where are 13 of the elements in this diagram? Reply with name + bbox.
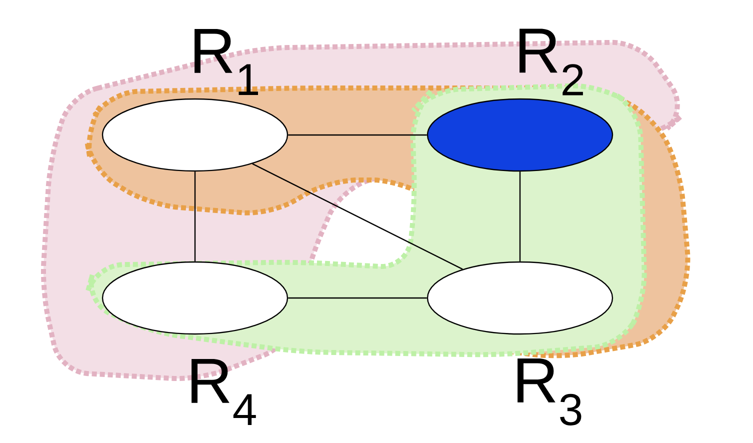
- node-label: R$_{3}$: [518, 358, 582, 426]
- ellipse-node: [426, 98, 614, 172]
- ellipse-node: [102, 261, 288, 335]
- edge-line: [252, 163, 463, 270]
- edge-line: [288, 134, 427, 136]
- node-label: R$_{1}$: [194, 28, 258, 95]
- node-label: R$_{2}$: [520, 28, 583, 96]
- node-label: R$_{4}$: [192, 358, 256, 425]
- edge-line: [519, 172, 521, 262]
- ellipse-node: [102, 98, 288, 172]
- edge-line: [194, 172, 196, 262]
- edge-line: [288, 297, 427, 299]
- ellipse-node: [426, 261, 614, 335]
